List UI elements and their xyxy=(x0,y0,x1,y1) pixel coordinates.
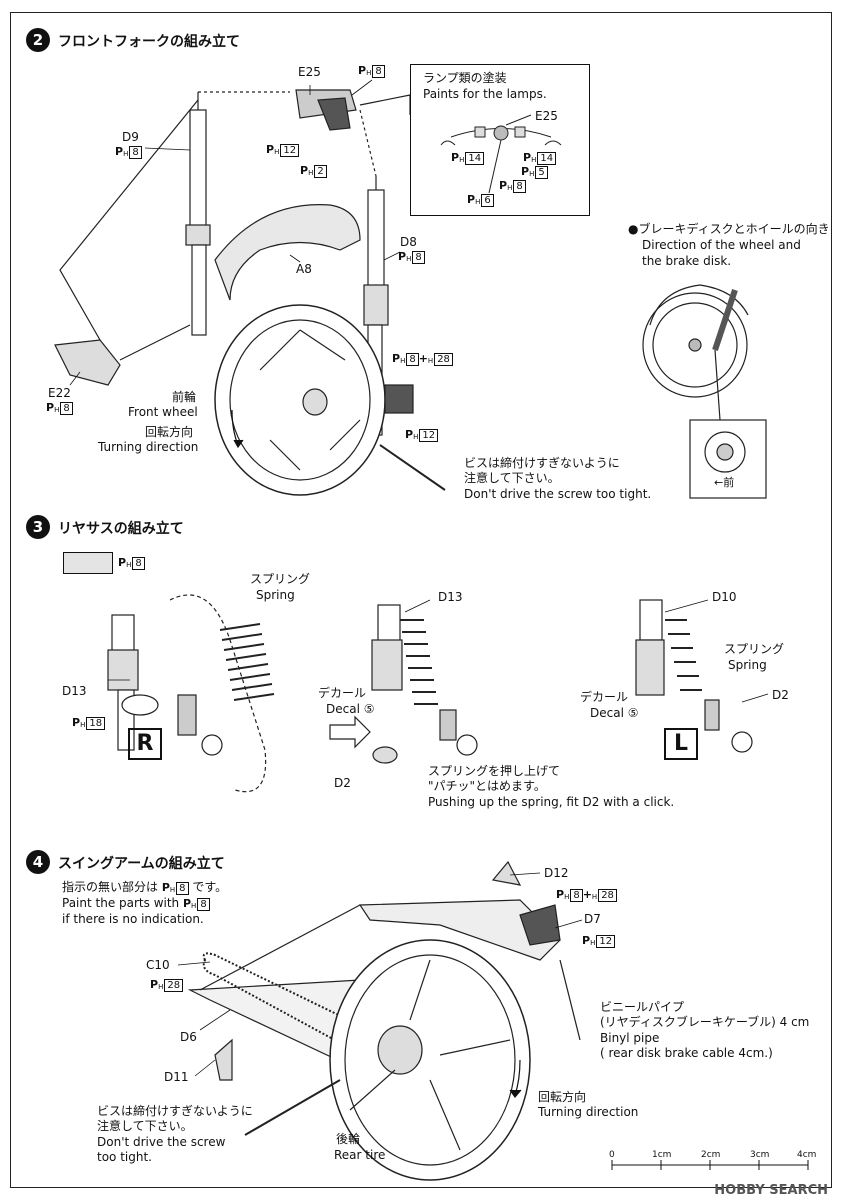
part-d11: D11 xyxy=(164,1070,189,1084)
wheel-direction-en1: Direction of the wheel and xyxy=(642,238,801,252)
part-e22: E22 xyxy=(48,386,71,400)
step-3-number: 3 xyxy=(26,515,50,539)
turning-dir-en: Turning direction xyxy=(98,440,199,454)
scale-label-0: 0 xyxy=(609,1150,615,1160)
screw-note4-en1: Don't drive the screw xyxy=(97,1135,226,1149)
wheel-direction-en2: the brake disk. xyxy=(642,254,732,268)
part-d8: D8 xyxy=(400,235,417,249)
part-e25: E25 xyxy=(298,65,321,79)
front-wheel-en: Front wheel xyxy=(128,405,198,419)
screw-note4-en2: too tight. xyxy=(97,1150,152,1164)
decal-en-l: Decal ⑤ xyxy=(590,706,639,720)
screw-note-en: Don't drive the screw too tight. xyxy=(464,487,652,501)
screw-note4-jp1: ビスは締付けすぎないように xyxy=(97,1104,253,1118)
part-e25-lamp: E25 xyxy=(535,109,558,123)
spring-en: Spring xyxy=(256,588,295,602)
turning-dir-en-4: Turning direction xyxy=(538,1105,639,1119)
push-note-jp1: スプリングを押し上げて xyxy=(428,764,561,778)
lamp-diagram xyxy=(440,114,562,194)
step-2-number: 2 xyxy=(26,28,50,52)
shock-r-assembled xyxy=(371,604,478,756)
decal-en-r: Decal ⑤ xyxy=(326,702,375,716)
part-c10: C10 xyxy=(146,958,170,972)
spring-jp: スプリング xyxy=(250,572,311,586)
spring-jp-l: スプリング xyxy=(724,642,785,656)
vinyl-pipe-en1: Binyl pipe xyxy=(600,1031,660,1045)
lamp-note-jp: ランプ類の塗装 xyxy=(423,71,507,85)
decal-jp-r: デカール xyxy=(318,686,367,700)
screw-note-jp1: ビスは締付けすぎないように xyxy=(464,456,620,470)
shock-l xyxy=(635,599,753,753)
step-2-title: フロントフォークの組み立て xyxy=(58,34,240,50)
step-4-title: スイングアームの組み立て xyxy=(58,856,225,872)
right-side-marker: R xyxy=(128,728,162,760)
spring-en-l: Spring xyxy=(728,658,767,672)
step-3-title: リヤサスの組み立て xyxy=(58,521,184,537)
turning-dir-jp: 回転方向 xyxy=(145,425,194,439)
scale-bar xyxy=(611,1160,809,1170)
part-d10: D10 xyxy=(712,590,737,604)
rear-tire-en: Rear tire xyxy=(334,1148,386,1162)
left-side-marker: L xyxy=(664,728,698,760)
rear-tire-jp: 後輪 xyxy=(336,1132,361,1146)
fork-tube-left xyxy=(185,92,211,336)
part-d13-r: D13 xyxy=(62,684,87,698)
part-d12: D12 xyxy=(544,866,569,880)
part-d2: D2 xyxy=(334,776,351,790)
part-d13: D13 xyxy=(438,590,463,604)
vinyl-pipe-jp1: ビニールパイプ xyxy=(600,1000,685,1014)
front-wheel-jp: 前輪 xyxy=(172,390,197,404)
turning-dir-jp-4: 回転方向 xyxy=(538,1090,587,1104)
screw-note-jp2: 注意して下さい。 xyxy=(464,471,560,485)
vinyl-pipe-jp2: (リヤディスクブレーキケーブル) 4 cm xyxy=(600,1015,810,1029)
scale-label-3: 3cm xyxy=(750,1150,770,1160)
step-4-number: 4 xyxy=(26,850,50,874)
push-note-en: Pushing up the spring, fit D2 with a cli… xyxy=(428,795,675,809)
scale-label-4: 4cm xyxy=(797,1150,817,1160)
wheel-direction-diagram xyxy=(642,284,767,499)
default-paint-note-en2: if there is no indication. xyxy=(62,912,204,926)
lamp-note-en: Paints for the lamps. xyxy=(423,87,547,101)
vinyl-pipe-en2: ( rear disk brake cable 4cm.) xyxy=(600,1046,773,1060)
page-border xyxy=(10,12,832,1188)
scale-label-1: 1cm xyxy=(652,1150,672,1160)
part-d6: D6 xyxy=(180,1030,197,1044)
watermark: HOBBY SEARCH xyxy=(714,1183,828,1198)
part-d2-l: D2 xyxy=(772,688,789,702)
color-swatch xyxy=(63,552,113,574)
screw-note4-jp2: 注意して下さい。 xyxy=(97,1119,193,1133)
push-note-jp2: "パチッ"とはめます。 xyxy=(428,779,546,793)
decal-jp-l: デカール xyxy=(580,690,629,704)
wheel-direction-jp: ●ブレーキディスクとホイールの向き xyxy=(628,222,830,236)
part-d9: D9 xyxy=(122,130,139,144)
front-arrow-label: ←前 xyxy=(714,476,735,489)
shock-r-exploded xyxy=(107,594,275,793)
part-a8: A8 xyxy=(296,262,312,276)
scale-label-2: 2cm xyxy=(701,1150,721,1160)
part-d7: D7 xyxy=(584,912,601,926)
